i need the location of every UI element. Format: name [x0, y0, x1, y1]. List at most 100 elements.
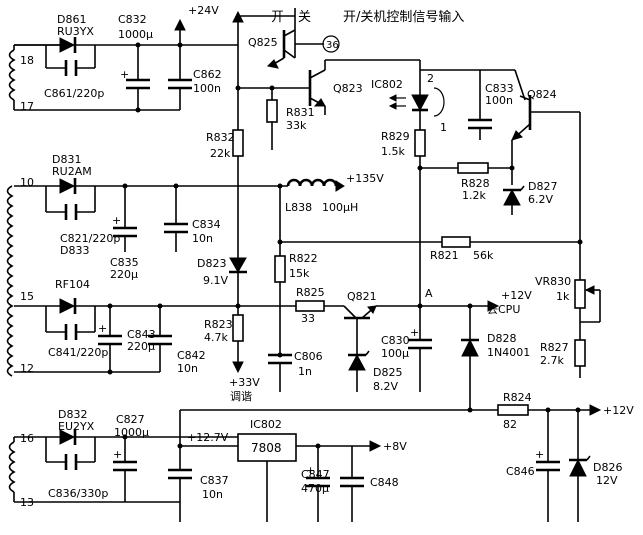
- c832-ref: C832: [118, 13, 147, 26]
- r825-ref: R825: [296, 286, 325, 299]
- d831-value: RU2AM: [52, 165, 92, 178]
- d828-ref: D828: [487, 332, 516, 345]
- c837-value: 10n: [202, 488, 223, 501]
- d861-value: RU3YX: [57, 25, 94, 38]
- r821-resistor: [280, 236, 580, 248]
- r822-ref: R822: [289, 252, 318, 265]
- switch-open-label: 开: [271, 10, 284, 25]
- d832-diode: [14, 429, 238, 503]
- r823-resistor: [232, 314, 244, 374]
- d826-zener: [569, 410, 591, 522]
- d827-zener: [503, 185, 525, 215]
- c861-ref: C861/220p: [44, 87, 104, 100]
- switch-signal-input: [232, 8, 296, 45]
- c836-ref: C836/330p: [48, 487, 108, 500]
- c848-capacitor: [340, 446, 364, 522]
- r832-ref: R832: [206, 131, 235, 144]
- transformer-winding-16-13: [8, 437, 16, 502]
- r831-ref: R831: [286, 106, 315, 119]
- svg-text:+: +: [98, 322, 107, 335]
- c833-capacitor: [468, 69, 515, 140]
- junction-dots: [107, 42, 583, 449]
- r832-value: 22k: [210, 147, 231, 160]
- c827-ref: C827: [116, 413, 145, 426]
- d861-diode: [14, 37, 238, 76]
- q825-transistor: [266, 26, 340, 69]
- d826-value: 12V: [596, 474, 618, 487]
- vr830-potentiometer: [574, 240, 601, 340]
- q823-transistor: [237, 45, 480, 115]
- r827-value: 2.7k: [540, 354, 564, 367]
- r824-value: 82: [503, 418, 517, 431]
- c847-capacitor: +: [306, 446, 330, 522]
- r824-resistor: [497, 404, 602, 416]
- r822-resistor: [274, 186, 286, 355]
- d825-ref: D825: [373, 366, 402, 379]
- c847-value: 470µ: [301, 482, 329, 495]
- pin-16-label: 16: [20, 432, 34, 445]
- l838-value: 100µH: [322, 201, 358, 214]
- c806-value: 1n: [298, 365, 312, 378]
- node-plus135-label: +135V: [346, 172, 384, 185]
- q824-transistor: [488, 69, 581, 240]
- c842-ref: C842: [177, 349, 206, 362]
- d831-diode: [14, 178, 288, 220]
- d825-zener: [348, 338, 370, 392]
- r831-resistor: [266, 88, 278, 150]
- c834-capacitor: [164, 186, 188, 252]
- vr830-ref: VR830: [535, 275, 571, 288]
- d827-value: 6.2V: [528, 193, 553, 206]
- vr830-value: 1k: [556, 290, 570, 303]
- c830-value: 100µ: [381, 347, 409, 360]
- c843-value: 220µ: [127, 340, 155, 353]
- node-a-label: A: [425, 287, 433, 300]
- r828-resistor: [457, 162, 489, 174]
- d831-ref: D831: [52, 153, 81, 166]
- r821-ref: R821: [430, 249, 459, 262]
- switch-close-label: 关: [298, 10, 311, 25]
- svg-text:+: +: [410, 326, 419, 339]
- r829-ref: R829: [381, 130, 410, 143]
- r825-value: 33: [301, 312, 315, 325]
- r824-ref: R824: [503, 391, 532, 404]
- c843-capacitor: +: [98, 306, 122, 372]
- c835-capacitor: +: [112, 186, 137, 252]
- c827-value: 1000µ: [114, 426, 149, 439]
- c830-ref: C830: [381, 334, 410, 347]
- r827-ref: R827: [540, 341, 569, 354]
- node-plus12-7-label: +12.7V: [187, 431, 229, 444]
- r823-ref: R823: [204, 318, 233, 331]
- to-cpu-label: 去CPU: [487, 303, 520, 316]
- ic802a-ref: IC802: [371, 78, 403, 91]
- svg-text:+: +: [535, 448, 544, 461]
- pin-2-label: 2: [427, 72, 434, 85]
- r828-ref: R828: [461, 177, 490, 190]
- node-plus12-out-label: +12V: [603, 404, 634, 417]
- c832-capacitor: +: [120, 45, 150, 110]
- r829-resistor: [414, 129, 458, 169]
- d823-ref: D823: [197, 257, 226, 270]
- rf104-ref: RF104: [55, 278, 90, 291]
- c830-capacitor: +: [408, 168, 432, 392]
- c848-ref: C848: [370, 476, 399, 489]
- ic802-optocoupler: [388, 70, 445, 130]
- pin-17-label: 17: [20, 100, 34, 113]
- r832-resistor: [232, 88, 244, 258]
- l838-ref: L838: [285, 201, 312, 214]
- tuning-label: 调谐: [230, 389, 252, 403]
- d861-ref: D861: [57, 13, 86, 26]
- c842-value: 10n: [177, 362, 198, 375]
- r827-resistor: [574, 339, 586, 378]
- c837-ref: C837: [200, 474, 229, 487]
- c835-ref: C835: [110, 256, 139, 269]
- c833-value: 100n: [485, 94, 513, 107]
- pin-18-label: 18: [20, 54, 34, 67]
- c835-value: 220µ: [110, 268, 138, 281]
- ic802b-ref: IC802: [250, 418, 282, 431]
- circle-pin-36: 36: [326, 40, 339, 51]
- c841-ref: C841/220p: [48, 346, 108, 359]
- r821-value: 56k: [473, 249, 494, 262]
- c862-capacitor: [168, 18, 192, 110]
- c842-capacitor: [14, 306, 172, 373]
- ic802-regulator-7808: [180, 433, 382, 522]
